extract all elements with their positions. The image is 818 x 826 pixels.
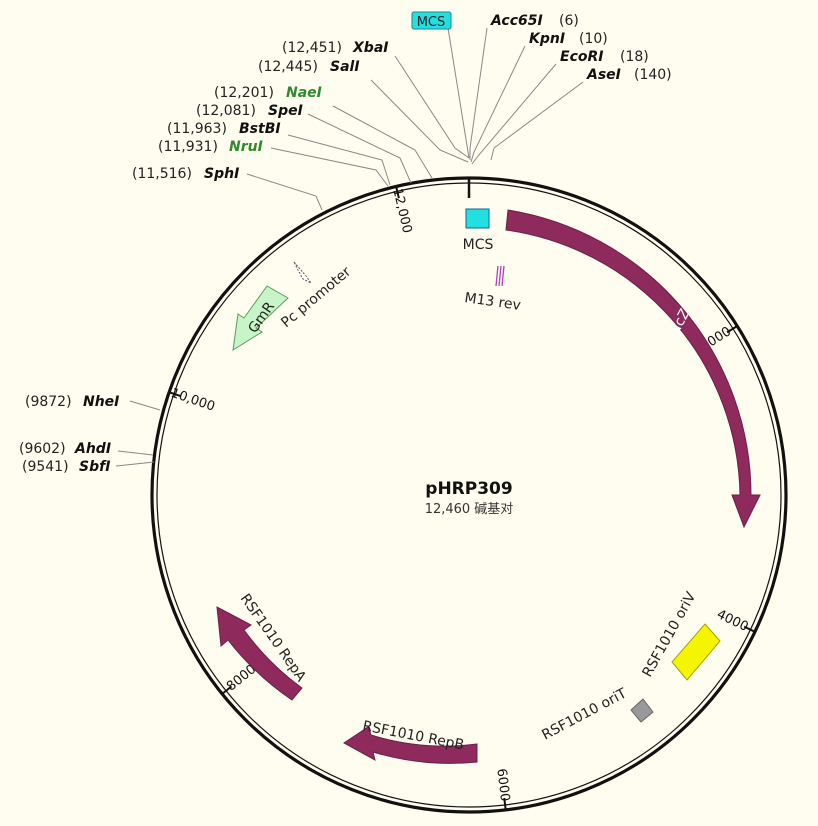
feature-label-M13-rev: M13 rev [463,290,521,314]
svg-text:NheI: NheI [83,394,119,410]
svg-text:(12,451): (12,451) [282,40,342,56]
site-NheI[interactable]: (9872) NheI [25,394,119,410]
tick-mark [221,685,233,695]
svg-text:(11,516): (11,516) [132,166,192,182]
svg-text:EcoRI: EcoRI [560,49,603,65]
tick-mark [168,391,181,398]
svg-text:(10): (10) [579,31,608,47]
svg-text:SbfI: SbfI [79,459,110,475]
site-AseI[interactable]: AseI (140) [586,67,672,83]
site-SbfI[interactable]: (9541) SbfI [22,459,110,475]
svg-text:SphI: SphI [204,166,239,182]
feature-M13-rev[interactable] [495,265,505,287]
svg-text:(9872): (9872) [25,394,72,410]
svg-text:(6): (6) [559,13,579,29]
site-EcoRI[interactable]: EcoRI (18) [560,49,649,65]
feature-RSF1010-oriV[interactable] [671,623,721,681]
tick-mark [395,186,400,199]
site-NaeI[interactable]: (12,201) NaeI [214,85,322,101]
svg-text:SpeI: SpeI [268,103,303,119]
site-Acc65I[interactable]: Acc65I (6) [490,13,579,29]
site-AhdI[interactable]: (9602) AhdI [19,441,111,457]
svg-text:SalI: SalI [330,59,360,75]
feature-MCS[interactable] [465,208,490,229]
site-KpnI[interactable]: KpnI (10) [529,31,608,47]
feature-lacZ[interactable] [505,209,761,529]
svg-text:(9541): (9541) [22,459,69,475]
feature-GmR[interactable] [232,285,289,351]
svg-text:(12,081): (12,081) [196,103,256,119]
site-SalI[interactable]: (12,445) SalI [258,59,360,75]
site-leaders [115,27,584,467]
site-BstBI[interactable]: (11,963) BstBI [167,121,281,137]
svg-text:(12,445): (12,445) [258,59,318,75]
feature-RSF1010-oriT[interactable] [630,698,654,723]
feature-label-Pc-promoter: Pc promoter [278,264,354,331]
feature-RSF1010-RepA[interactable] [216,606,303,701]
site-SphI[interactable]: (11,516) SphI [132,166,239,182]
tick-mark [743,625,756,633]
site-XbaI[interactable]: (12,451) XbaI [282,40,388,56]
svg-text:(12,201): (12,201) [214,85,274,101]
mcs-badge: MCS [417,15,446,30]
svg-text:(11,931): (11,931) [158,139,218,155]
tick-label: 4000 [714,607,750,635]
svg-text:BstBI: BstBI [239,121,281,137]
svg-text:Acc65I: Acc65I [490,13,543,29]
plasmid-name: pHRP309 [425,479,512,499]
feature-label-MCS: MCS [463,237,494,253]
feature-label-RSF1010-oriT: RSF1010 oriT [539,685,629,743]
svg-text:(9602): (9602) [19,441,66,457]
tick-label: 12,000 [389,187,414,235]
feature-RSF1010-RepB[interactable] [343,726,478,764]
feature-Pc-promoter[interactable] [293,261,312,284]
svg-text:XbaI: XbaI [352,40,388,56]
svg-text:(18): (18) [620,49,649,65]
site-NruI[interactable]: (11,931) NruI [158,139,263,155]
tick-label: 6000 [493,768,512,803]
svg-text:NaeI: NaeI [286,85,322,101]
svg-text:NruI: NruI [229,139,263,155]
tick-mark [726,325,738,334]
site-SpeI[interactable]: (12,081) SpeI [196,103,303,119]
svg-text:AseI: AseI [586,67,621,83]
svg-text:KpnI: KpnI [529,31,565,47]
svg-text:AhdI: AhdI [74,441,111,457]
plasmid-size: 12,460 碱基对 [425,502,514,517]
tick-label: 10,000 [169,386,217,415]
tick-mark [503,797,507,810]
svg-text:(11,963): (11,963) [167,121,227,137]
mcs-badge-box [411,11,452,30]
svg-text:(140): (140) [634,67,672,83]
